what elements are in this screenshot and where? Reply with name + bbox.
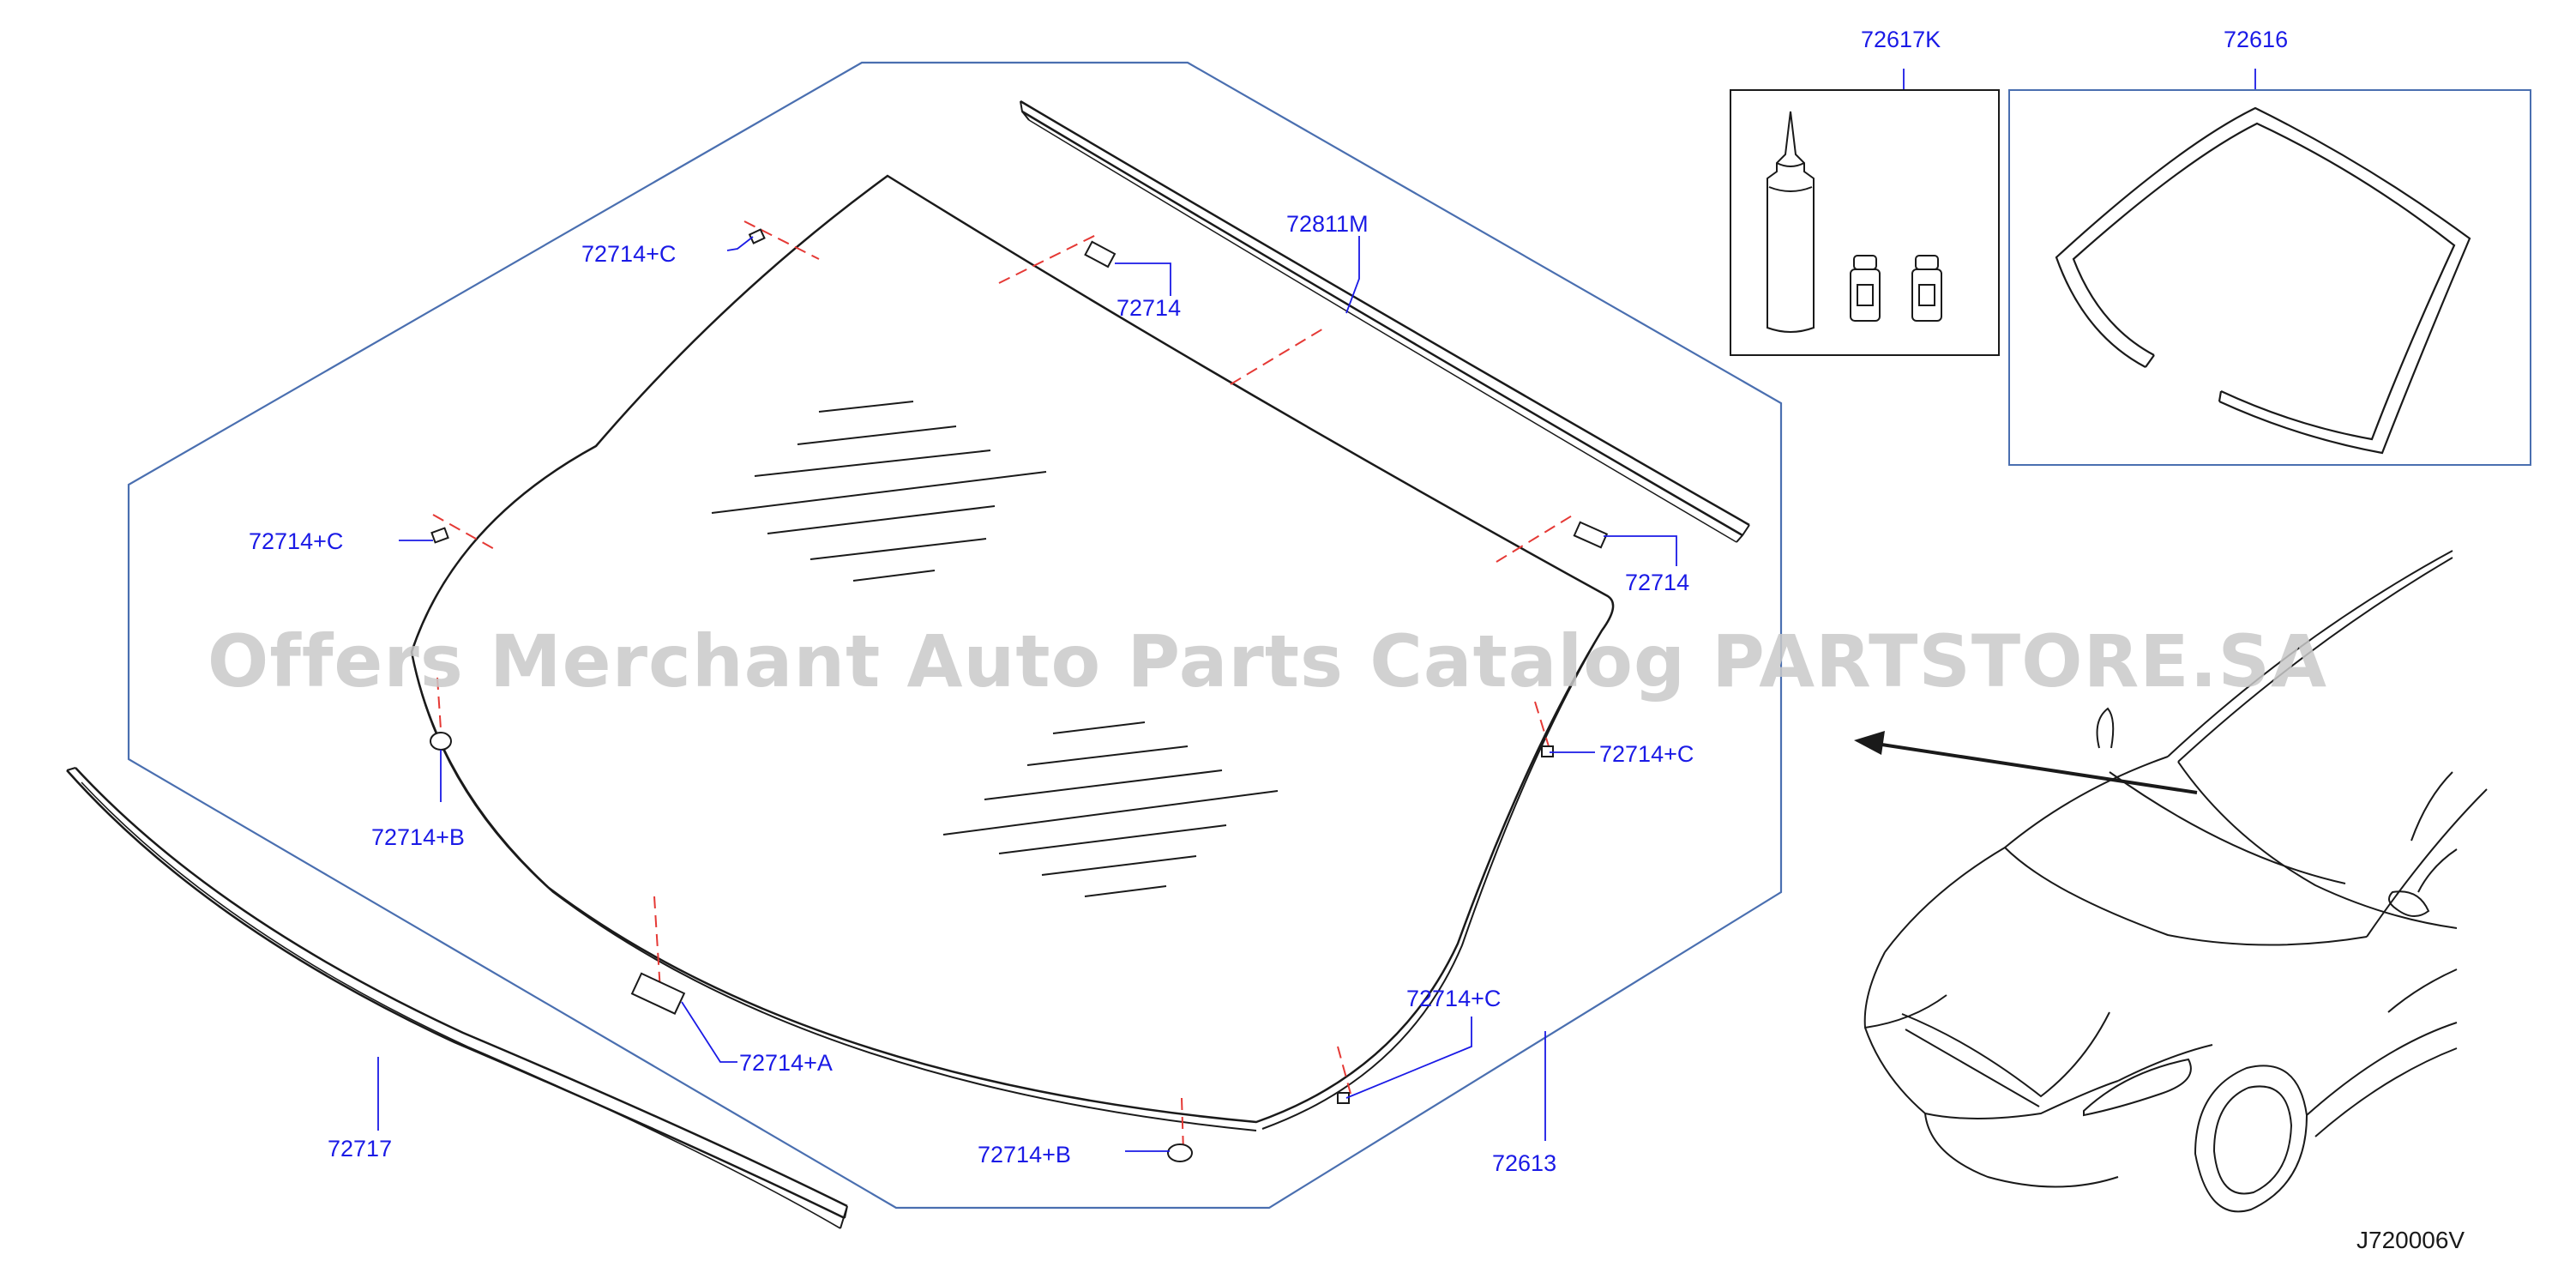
roof-molding: [1020, 100, 1750, 543]
lower-molding: [66, 767, 848, 1229]
car-locator: [1854, 550, 2488, 1213]
label-72613[interactable]: 72613: [1492, 1150, 1556, 1176]
adhesive-kit-box: [1730, 89, 2000, 356]
label-72714c-bottom[interactable]: 72714+C: [1406, 986, 1501, 1011]
arrow-icon: [1854, 731, 2198, 794]
clip-left-c: [430, 527, 449, 544]
car-icon: [1863, 550, 2488, 1213]
clip-bottom-c: [1337, 1092, 1350, 1104]
label-72714b-left[interactable]: 72714+B: [371, 824, 465, 850]
dam-rubber: [2008, 89, 2531, 466]
clips: [430, 228, 1609, 1162]
label-72617k[interactable]: 72617K: [1861, 27, 1941, 52]
watermark: Offers Merchant Auto Parts Catalog PARTS…: [208, 619, 2327, 703]
clip-bottom-b: [1167, 1143, 1193, 1162]
clip-top-c: [748, 228, 766, 244]
adhesive-kit: [1730, 89, 2000, 356]
label-72714a[interactable]: 72714+A: [739, 1050, 833, 1076]
clip-right: [1573, 521, 1609, 549]
dam-rubber-box: [2008, 89, 2531, 466]
part-labels: 72617K 72616 72811M 72714+C 72714 72714+…: [249, 27, 2288, 1176]
clip-left-b: [430, 732, 452, 751]
label-72811m[interactable]: 72811M: [1286, 211, 1369, 237]
diagram-code: J720006V: [2356, 1227, 2465, 1253]
label-72717[interactable]: 72717: [328, 1136, 392, 1161]
primer-bottle-icon: [1850, 255, 1881, 322]
leader-lines: [377, 69, 2256, 1152]
label-72714b-bottom[interactable]: 72714+B: [978, 1142, 1071, 1167]
assembly-outline: [127, 61, 1783, 1210]
label-72714c-left[interactable]: 72714+C: [249, 528, 343, 554]
clip-top: [1084, 240, 1116, 268]
label-72714-right[interactable]: 72714: [1625, 570, 1689, 595]
label-72714c-right[interactable]: 72714+C: [1599, 741, 1694, 767]
label-72616[interactable]: 72616: [2224, 27, 2288, 52]
label-72714-top[interactable]: 72714: [1116, 295, 1181, 321]
clip-bottom-a: [630, 972, 686, 1015]
clip-right-c: [1541, 745, 1554, 757]
primer-bottle-icon: [1911, 255, 1942, 322]
rubber-seal-icon: [2055, 106, 2471, 455]
center-lines: [432, 220, 1574, 1152]
adhesive-bottle-icon: [1766, 111, 1815, 333]
label-72714c-top[interactable]: 72714+C: [581, 241, 676, 267]
windshield-glass: [410, 174, 1615, 1131]
